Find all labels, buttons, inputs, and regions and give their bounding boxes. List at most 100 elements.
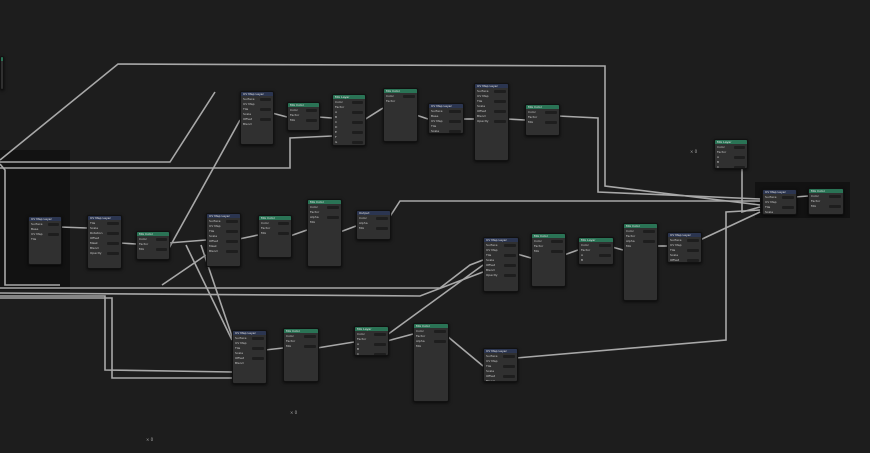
node-value-field[interactable] xyxy=(545,110,557,114)
node-field[interactable]: Mix xyxy=(139,247,167,251)
node-field[interactable]: C xyxy=(335,120,363,124)
node-field[interactable]: Tile xyxy=(31,237,59,241)
node-field[interactable]: Factor xyxy=(335,105,363,109)
node-field[interactable]: A xyxy=(335,110,363,114)
node-field[interactable]: Color xyxy=(261,221,289,225)
node-field[interactable]: UV Map xyxy=(235,341,264,345)
node-value-field[interactable] xyxy=(327,205,339,209)
node-field[interactable]: Mix xyxy=(359,226,388,230)
node-field[interactable]: Color xyxy=(290,108,317,112)
node-value-field[interactable] xyxy=(277,231,289,235)
node-22[interactable]: Mix LayerColorFactorABCDEFGHI xyxy=(354,326,389,356)
node-field[interactable]: Surface xyxy=(431,109,461,113)
node-field[interactable]: Color xyxy=(357,332,386,336)
node-field[interactable]: A xyxy=(357,342,386,346)
node-field[interactable]: Offset xyxy=(90,236,119,240)
node-field[interactable]: Color xyxy=(811,194,841,198)
node-value-field[interactable] xyxy=(252,336,264,340)
node-field[interactable]: Blend xyxy=(209,249,238,253)
node-field[interactable]: Opacity xyxy=(90,251,119,255)
node-field[interactable]: Tile xyxy=(670,248,699,252)
node-value-field[interactable] xyxy=(494,89,506,93)
node-field[interactable]: Color xyxy=(534,239,563,243)
node-field[interactable]: Opacity xyxy=(486,273,516,277)
node-field[interactable]: B xyxy=(581,258,611,262)
node-field[interactable]: Mix xyxy=(416,344,446,348)
node-value-field[interactable] xyxy=(643,229,655,233)
node-field[interactable]: Color xyxy=(528,110,557,114)
node-field[interactable]: Tile xyxy=(431,124,461,128)
node-field[interactable]: Color xyxy=(416,329,446,333)
node-value-field[interactable] xyxy=(434,339,446,343)
node-value-field[interactable] xyxy=(687,258,699,262)
node-header[interactable]: Mix Color xyxy=(624,224,657,228)
node-value-field[interactable] xyxy=(259,107,271,111)
node-27[interactable]: Mix LayerColorFactorABCDEFGHIJK xyxy=(714,139,748,169)
node-field[interactable]: D xyxy=(335,125,363,129)
node-value-field[interactable] xyxy=(304,344,316,348)
node-field[interactable]: Blend xyxy=(235,361,264,365)
node-value-field[interactable] xyxy=(504,253,516,257)
node-8[interactable]: Mix LayerColorFactorABCDEFGHI xyxy=(332,94,366,146)
node-field[interactable]: Tile xyxy=(477,99,506,103)
node-field[interactable]: Factor xyxy=(290,113,317,117)
node-field[interactable]: Color xyxy=(310,205,339,209)
node-value-field[interactable] xyxy=(107,251,119,255)
node-value-field[interactable] xyxy=(374,352,386,355)
node-value-field[interactable] xyxy=(503,354,515,358)
node-field[interactable]: Factor xyxy=(261,226,289,230)
node-field[interactable]: Surface xyxy=(477,89,506,93)
node-field[interactable]: C xyxy=(581,263,611,264)
node-field[interactable]: C xyxy=(357,352,386,355)
node-field[interactable]: Color xyxy=(139,237,167,241)
node-field[interactable]: Opacity xyxy=(477,119,506,123)
node-value-field[interactable] xyxy=(551,239,563,243)
node-field[interactable]: Tile xyxy=(243,107,271,111)
node-field[interactable]: Mask xyxy=(90,241,119,245)
node-field[interactable]: A xyxy=(581,253,611,257)
node-field[interactable]: Scale xyxy=(765,210,794,214)
node-field[interactable]: Mix xyxy=(290,118,317,122)
node-field[interactable]: Mask xyxy=(209,244,238,248)
node-value-field[interactable] xyxy=(494,119,506,123)
node-field[interactable]: UV Map xyxy=(486,248,516,252)
node-value-field[interactable] xyxy=(304,334,316,338)
node-field[interactable]: Factor xyxy=(528,115,557,119)
node-header[interactable]: Mix Color xyxy=(308,200,341,204)
node-value-field[interactable] xyxy=(782,195,794,199)
node-field[interactable]: Factor xyxy=(717,150,745,154)
node-value-field[interactable] xyxy=(733,155,745,159)
node-field[interactable]: Blend xyxy=(486,379,515,381)
node-value-field[interactable] xyxy=(687,238,699,242)
node-value-field[interactable] xyxy=(374,342,386,346)
node-field[interactable]: E xyxy=(335,130,363,134)
node-field[interactable]: Factor xyxy=(581,248,611,252)
node-value-field[interactable] xyxy=(504,273,516,277)
node-field[interactable]: Color xyxy=(335,100,363,104)
node-field[interactable]: Mix xyxy=(261,231,289,235)
node-field[interactable]: Surface xyxy=(670,238,699,242)
node-field[interactable]: UV Map xyxy=(670,243,699,247)
node-value-field[interactable] xyxy=(351,130,363,134)
node-field[interactable]: Alpha xyxy=(416,339,446,343)
node-value-field[interactable] xyxy=(226,229,238,233)
node-field[interactable]: Offset xyxy=(486,263,516,267)
node-value-field[interactable] xyxy=(829,194,841,198)
node-field[interactable]: Offset xyxy=(235,356,264,360)
node-field[interactable]: Base xyxy=(431,114,461,118)
node-value-field[interactable] xyxy=(504,263,516,267)
node-field[interactable]: Alpha xyxy=(310,215,339,219)
node-field[interactable]: Factor xyxy=(386,99,415,103)
node-value-field[interactable] xyxy=(306,118,317,122)
node-value-field[interactable] xyxy=(351,110,363,114)
